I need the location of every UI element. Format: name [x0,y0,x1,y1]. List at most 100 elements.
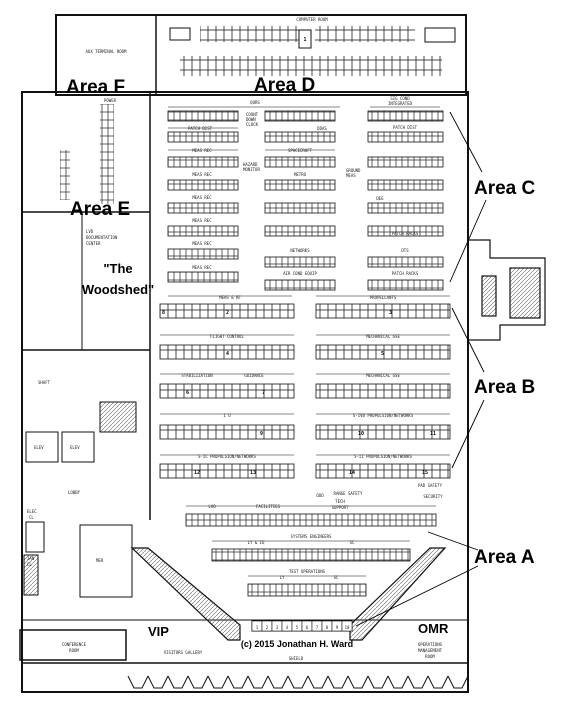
elev-1-label: ELEV [34,445,44,450]
arch-footing [327,675,349,689]
label-stabilization: STABILIZATION [181,373,213,378]
arch-footing [167,675,189,689]
label-ground-meas-2: MEAS [346,173,356,178]
label-dee: DEE [376,196,384,201]
label-patch-dist-left: PATCH DIST [188,126,213,131]
label-ly-iu: LY & IU [248,540,265,545]
area-b-label: Area B [474,377,535,398]
console-12: 12 [194,470,200,476]
vip-label: VIP [148,624,169,639]
console-8: 8 [162,310,165,316]
lvd-line-1: LVD [86,229,94,234]
arch-footing [307,675,329,689]
window-number: 9 [336,625,339,630]
conference-line-2: ROOM [69,648,79,653]
console-number-1-top: 1 [303,37,306,43]
label-air-cond: AIR COND EQUIP [283,271,317,276]
label-sc2: SC [334,575,339,580]
area-leader-lines [355,111,487,627]
conference-room [19,629,127,661]
window-number: 1 [256,625,259,630]
label-sig-cond-1: SIG COND [390,96,410,101]
omr-label: OMR [418,621,449,636]
label-patch-dist-right: PATCH DIST [393,125,418,130]
label-qurs: QURS [250,100,260,105]
building-walls [21,14,469,693]
arch-footing [427,675,449,689]
label-systems-engineers: SYSTEMS ENGINEERS [291,534,333,539]
arch-footing [367,675,389,689]
console-13: 13 [250,470,256,476]
arch-footing [447,675,469,689]
label-sivb: S-IVB PROPULSION/NETWORKS [353,413,414,418]
label-ooo: OOO [316,493,324,498]
console-guide-lines [160,106,450,577]
label-spacecraft: SPACECRAFT [288,148,313,153]
upper-racks [167,110,444,291]
label-meas-rec-4: MEAS REC [192,218,212,223]
main-console-rows [159,303,451,597]
shaft-label: SHAFT [38,380,51,385]
console-9: 9 [260,431,263,437]
window-number: 2 [266,625,269,630]
label-ddas: DDAS [317,126,327,131]
console-7: 7 [262,390,265,396]
label-count-down-1: COUNT [246,112,259,117]
omr-line-1: OPERATIONS [418,642,443,647]
label-mech-gse-2: MECHANICAL GSE [366,373,400,378]
arch-footing [127,675,149,689]
console-11: 11 [430,431,436,437]
label-sii: S-II PROPULSION/NETWORKS [354,454,412,459]
console-2: 2 [226,310,229,316]
computer-room-label: COMPUTER ROOM [296,17,328,22]
label-ground-meas-1: GROUND [346,168,361,173]
label-tech-support-2: SUPPORT [332,505,349,510]
woodshed-line-2: Woodshed" [82,282,154,297]
label-meas-rec-2: MEAS REC [192,172,212,177]
label-count-down-2: DOWN [246,117,256,122]
conference-line-1: CONFERENCE [62,642,87,647]
label-mech-gse-1: MECHANICAL GSE [366,334,400,339]
label-meas-rec-1: MEAS REC [192,148,212,153]
label-meas-rec-3: MEAS REC [192,195,212,200]
label-test-operations: TEST OPERATIONS [289,569,326,574]
jan-cl-line-1: JAN [27,556,35,561]
elev-2-label: ELEV [70,445,80,450]
arch-footing [287,675,309,689]
elevator-bank [23,401,137,598]
window-number: 5 [296,625,299,630]
lvd-line-3: CENTER [86,241,101,246]
label-ly: LY [280,575,285,580]
foundation-arches [127,675,469,689]
label-lvo: LVO [208,504,216,509]
label-dts: DTS [401,248,409,253]
label-meas-rec-5: MEAS REC [192,241,212,246]
area-d-label: Area D [254,75,315,96]
visitors-gallery-label: VISITORS GALLERY [164,650,203,655]
arch-footing [347,675,369,689]
power-label: POWER [104,98,117,103]
label-iu: I U [223,413,231,418]
console-14: 14 [349,470,355,476]
east-stairwell [468,239,546,341]
mer-label: MER [96,558,104,563]
console-6: 6 [186,390,189,396]
arch-footing [247,675,269,689]
lvd-line-2: DOCUMENTATION [86,235,118,240]
label-security: SECURITY [423,494,443,499]
window-number: 4 [286,625,289,630]
window-cell [341,620,353,632]
aux-terminal-room-label: AUX TERMINAL ROOM [86,49,128,54]
area-f-label: Area F [66,77,125,98]
label-propellants: PROPELLANTS [370,295,397,300]
label-flight-control: FLIGHT CONTROL [210,334,244,339]
elec-cl-line-1: ELEC [27,509,37,514]
woodshed-line-1: "The [103,261,132,276]
arch-footing [267,675,289,689]
label-metro: METRO [294,172,307,177]
label-meas-rec-6: MEAS REC [192,265,212,270]
label-meas-rf: MEAS & RF [219,295,241,300]
arch-footing [207,675,229,689]
console-4: 4 [226,351,229,357]
